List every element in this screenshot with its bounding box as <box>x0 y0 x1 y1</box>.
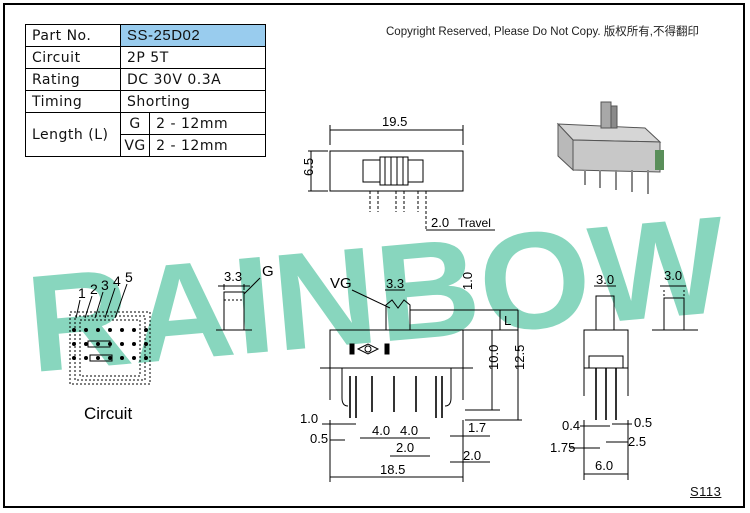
small-view-top: 3.0 <box>664 268 682 283</box>
vg-dim-1-0: 1.0 <box>460 272 475 290</box>
rating-label: Rating <box>25 68 121 91</box>
side-dim-2-5: 2.5 <box>628 434 646 449</box>
vg-label: VG <box>330 275 352 292</box>
rating-value: DC 30V 0.3A <box>120 68 266 91</box>
length-vg-value: 2 - 12mm <box>149 134 266 157</box>
pin-label-5: 5 <box>125 269 133 285</box>
top-view: 19.5 6.5 2.0 Travel <box>301 114 495 231</box>
circuit-value: 2P 5T <box>120 46 266 69</box>
length-g-label: G <box>119 112 151 135</box>
height-10-0: 10.0 <box>486 345 501 370</box>
drawing-frame <box>3 3 745 508</box>
g-detail-dim: 3.3 <box>224 269 242 284</box>
side-dim-0-4: 0.4 <box>562 418 580 433</box>
dim-4-0-a: 4.0 <box>372 423 390 438</box>
length-vg-label: VG <box>119 134 151 157</box>
pin-label-3: 3 <box>101 277 109 293</box>
side-dim-6-0: 6.0 <box>595 458 613 473</box>
circuit-caption: Circuit <box>84 404 132 423</box>
pin-label-1: 1 <box>78 285 86 301</box>
circuit-diagram: 1 2 3 4 5 <box>69 269 151 423</box>
vg-l-label: L <box>504 313 511 328</box>
switch-3d-render <box>556 101 664 194</box>
travel-label: Travel <box>458 216 491 230</box>
watermark-text: RAINBOW <box>21 188 733 402</box>
height-12-5: 12.5 <box>512 345 527 370</box>
dim-1-0: 1.0 <box>300 411 318 426</box>
dim-4-0-b: 4.0 <box>400 423 418 438</box>
side-dim-0-5: 0.5 <box>634 415 652 430</box>
top-view-width: 19.5 <box>382 114 407 129</box>
side-view: 3.0 0.4 0.5 1.75 2.5 6.0 <box>550 272 652 480</box>
side-dim-1-75: 1.75 <box>550 440 575 455</box>
side-view-top: 3.0 <box>596 272 614 287</box>
dim-2-0: 2.0 <box>396 440 414 455</box>
dim-2-0-right: 2.0 <box>463 448 481 463</box>
g-detail-label: G <box>262 263 274 280</box>
top-view-height: 6.5 <box>301 158 316 176</box>
pin-label-4: 4 <box>113 273 121 289</box>
dim-1-7: 1.7 <box>468 420 486 435</box>
dim-0-5: 0.5 <box>310 431 328 446</box>
front-view: VG 3.3 1.0 L <box>300 272 527 482</box>
pin-label-2: 2 <box>90 281 98 297</box>
drawing-number: S113 <box>690 484 722 499</box>
g-detail: 3.3 G <box>216 263 274 331</box>
copyright-notice: Copyright Reserved, Please Do Not Copy. … <box>386 26 699 38</box>
dim-18-5: 18.5 <box>380 462 405 477</box>
timing-label: Timing <box>25 90 121 113</box>
vg-dim-3-3: 3.3 <box>386 276 404 291</box>
spec-table: Part No. SS-25D02 Circuit 2P 5T Rating D… <box>25 24 266 157</box>
small-view: 3.0 <box>652 268 698 331</box>
travel-dim: 2.0 <box>431 215 449 230</box>
